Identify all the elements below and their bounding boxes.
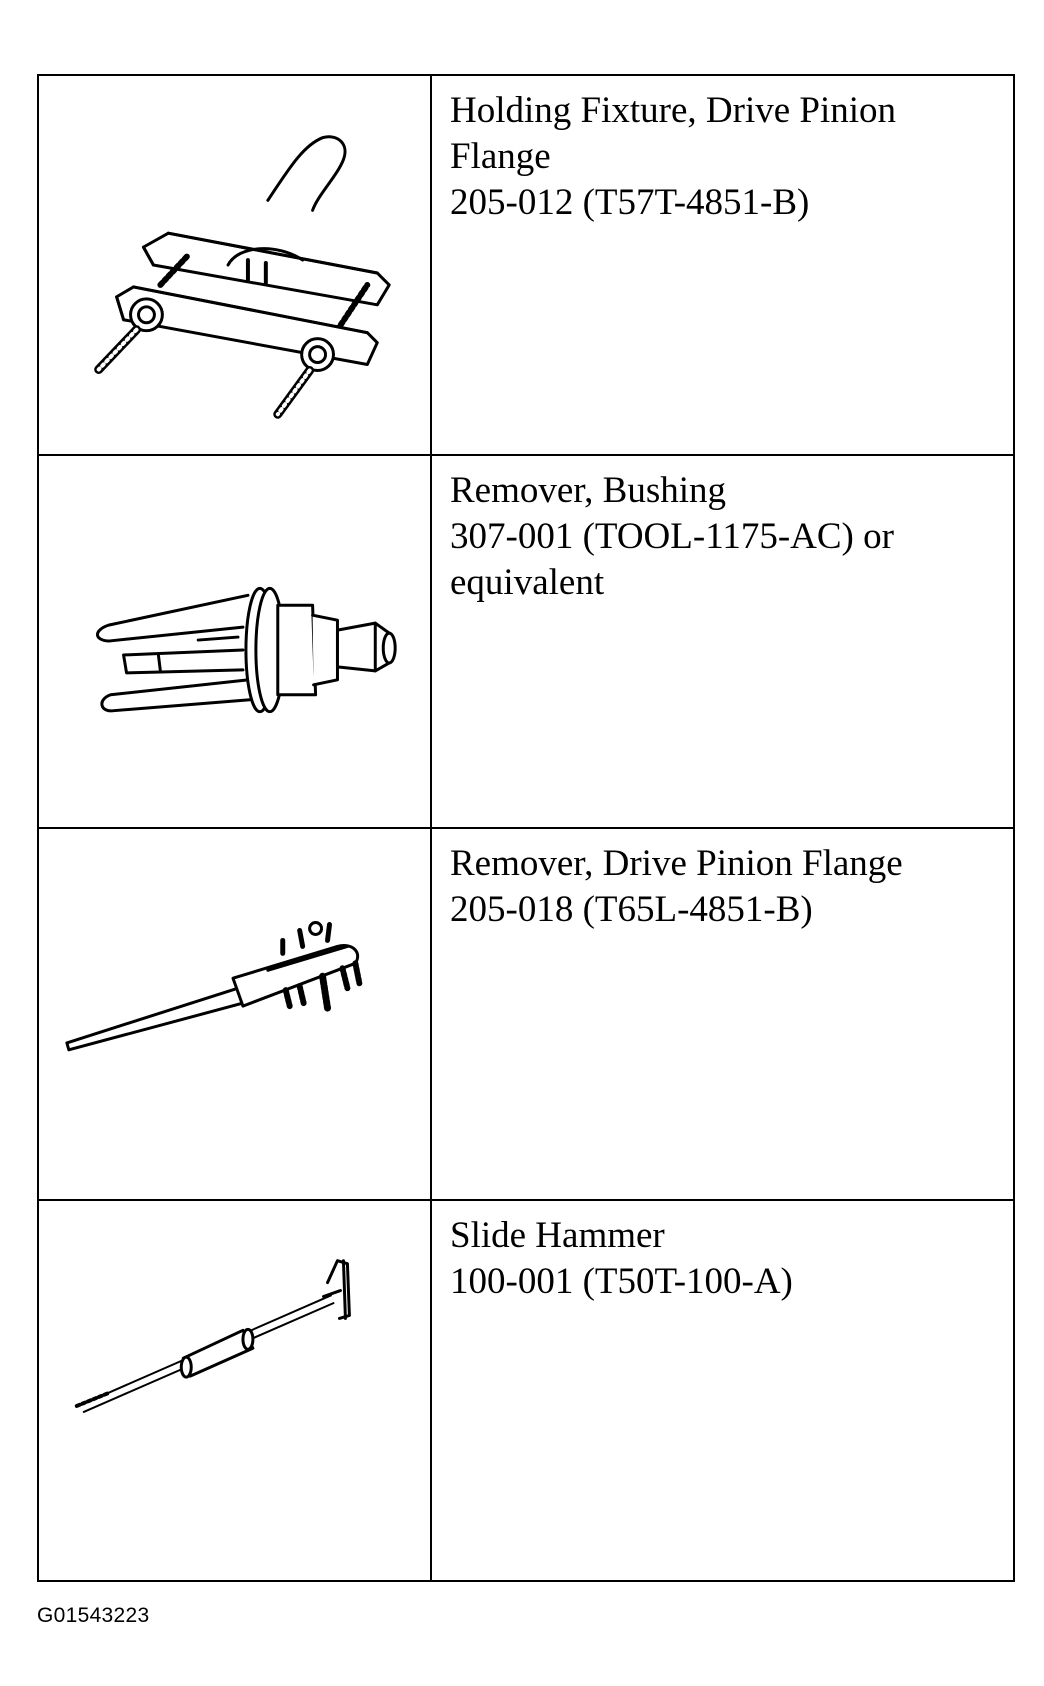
- tool-description-cell: Remover, Drive Pinion Flange 205-018 (T6…: [430, 827, 1015, 1202]
- tool-row: Holding Fixture, Drive Pinion Flange 205…: [37, 73, 1015, 457]
- tool-part-number: 205-018 (T65L-4851-B): [450, 889, 813, 931]
- tool-description-cell: Remover, Bushing 307-001 (TOOL-1175-AC) …: [430, 454, 1015, 830]
- tool-description-cell: Holding Fixture, Drive Pinion Flange 205…: [430, 73, 1015, 457]
- bushing-remover-icon: [96, 586, 397, 714]
- tool-illustration-cell: [37, 1199, 432, 1583]
- tool-row: Remover, Drive Pinion Flange 205-018 (T6…: [37, 827, 1015, 1202]
- tool-illustration-cell: [37, 827, 432, 1202]
- tool-name-line-3: equivalent: [450, 562, 605, 604]
- tool-description-cell: Slide Hammer 100-001 (T50T-100-A): [430, 1199, 1015, 1583]
- tool-name-line-1: Slide Hammer: [450, 1215, 665, 1257]
- tool-part-number: 307-001 (TOOL-1175-AC) or: [450, 516, 894, 558]
- tool-row: Remover, Bushing 307-001 (TOOL-1175-AC) …: [37, 454, 1015, 830]
- tool-name-line-1: Remover, Drive Pinion Flange: [450, 843, 903, 885]
- tool-name-line-1: Holding Fixture, Drive Pinion: [450, 90, 897, 131]
- figure-id: G01543223: [37, 1604, 150, 1627]
- holding-fixture-icon: [94, 135, 391, 419]
- tool-name-line-2: Flange: [450, 136, 551, 177]
- tool-part-number: 205-012 (T57T-4851-B): [450, 182, 810, 223]
- tool-part-number: 100-001 (T50T-100-A): [450, 1261, 793, 1303]
- special-tools-table: Holding Fixture, Drive Pinion Flange 205…: [37, 73, 1015, 1583]
- tool-name-line-1: Remover, Bushing: [450, 470, 727, 512]
- tool-illustration-cell: [37, 454, 432, 830]
- slide-hammer-icon: [74, 1259, 351, 1414]
- flange-remover-icon: [65, 921, 363, 1052]
- tool-illustration-cell: [37, 73, 432, 457]
- tool-row: Slide Hammer 100-001 (T50T-100-A): [37, 1199, 1015, 1583]
